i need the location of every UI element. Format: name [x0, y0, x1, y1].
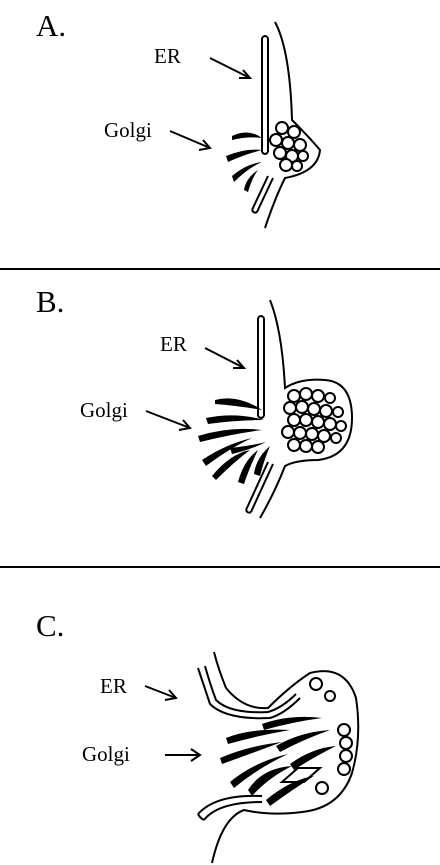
- golgi-arrow-a: [170, 131, 210, 148]
- er-arrow-a: [210, 58, 250, 78]
- er-membrane-lower-c: [198, 796, 262, 820]
- er-membrane-b: [258, 316, 264, 418]
- vesicles-c: [310, 678, 352, 794]
- er-arrow-b: [205, 348, 244, 368]
- er-membrane-lower-a: [252, 176, 273, 213]
- panel-a: A. ER Golgi: [0, 0, 440, 268]
- panel-b: B. ER Golgi: [0, 270, 440, 566]
- outer-membrane-a: [265, 22, 320, 228]
- panel-c: C. ER Golgi: [0, 568, 440, 865]
- golgi-cisterna-a1: [232, 132, 262, 140]
- golgi-cisterna-a3: [232, 162, 262, 182]
- diagram-c: [0, 568, 440, 865]
- golgi-cisterna-a2: [226, 150, 262, 162]
- diagram-a: [0, 0, 440, 268]
- golgi-cisterna-a4: [244, 170, 258, 192]
- er-membrane-a: [262, 36, 268, 154]
- diagram-b: [0, 270, 440, 566]
- vesicles-b: [282, 388, 346, 453]
- golgi-arrow-b: [146, 411, 190, 428]
- golgi-stacks-b: [198, 398, 270, 484]
